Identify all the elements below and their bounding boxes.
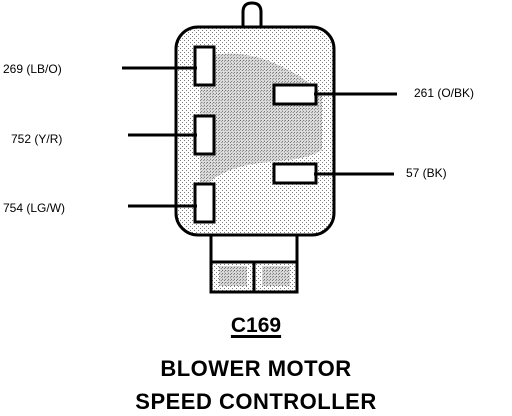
connector-id-heading: C169	[0, 314, 512, 338]
connector-id-text: C169	[230, 314, 282, 337]
wire-label-269: 269 (LB/O)	[3, 62, 62, 76]
terminal-cavity-754	[193, 182, 216, 224]
wire-label-261: 261 (O/BK)	[414, 86, 475, 100]
mounting-base-right-pad	[262, 266, 290, 286]
terminal-cavity-57	[272, 162, 318, 185]
connector-latch-tab	[241, 1, 263, 30]
terminal-cavity-269	[193, 45, 216, 87]
component-title-line-2: SPEED CONTROLLER	[135, 389, 377, 414]
terminal-cavity-261	[272, 83, 318, 106]
component-title-line-1: BLOWER MOTOR	[160, 356, 352, 381]
wire-label-57: 57 (BK)	[406, 166, 447, 180]
wire-label-752: 752 (Y/R)	[11, 132, 63, 146]
mounting-base	[209, 233, 299, 264]
mounting-base-left-pad	[219, 266, 247, 286]
terminal-cavity-752	[193, 114, 216, 156]
wire-label-754: 754 (LG/W)	[3, 201, 66, 215]
